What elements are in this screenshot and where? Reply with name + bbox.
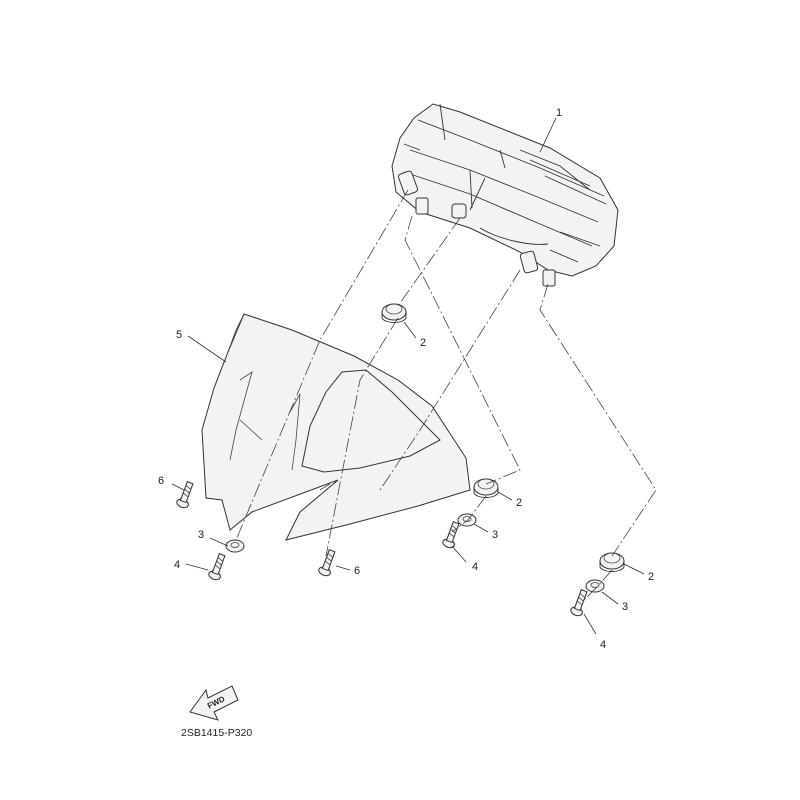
diagram-code: 2SB1415-P320 — [181, 727, 252, 739]
callout-3-right: 3 — [622, 601, 628, 613]
callout-3-left: 3 — [198, 529, 204, 541]
callout-5: 5 — [176, 329, 182, 341]
callout-2-top: 2 — [420, 337, 426, 349]
screw-4-middle — [442, 521, 460, 549]
callout-6-left: 6 — [158, 475, 164, 487]
screw-6-left — [176, 481, 194, 509]
washer-2 — [457, 513, 477, 527]
screw-4-right — [570, 589, 588, 617]
callout-4-right: 4 — [600, 639, 606, 651]
washer-1 — [225, 539, 245, 553]
callout-4-left: 4 — [174, 559, 180, 571]
callout-1: 1 — [556, 107, 562, 119]
grommet-1 — [381, 303, 407, 323]
screw-4-left — [208, 553, 226, 581]
grommet-2 — [473, 478, 499, 498]
callout-6-center: 6 — [354, 565, 360, 577]
assembly-lines — [235, 189, 657, 601]
callout-4-middle: 4 — [472, 561, 478, 573]
screw-6-center — [318, 549, 336, 577]
washer-3 — [585, 579, 605, 593]
callout-2-right: 2 — [648, 571, 654, 583]
callouts: 1 5 2 2 2 6 3 4 6 3 4 3 4 — [158, 107, 654, 651]
leader-lines — [171, 117, 645, 635]
grommet-3 — [599, 552, 625, 572]
fwd-arrow-icon: FWD — [189, 685, 239, 721]
callout-2-middle: 2 — [516, 497, 522, 509]
visor — [201, 313, 471, 541]
callout-3-middle: 3 — [492, 529, 498, 541]
meter-assembly — [391, 103, 619, 287]
